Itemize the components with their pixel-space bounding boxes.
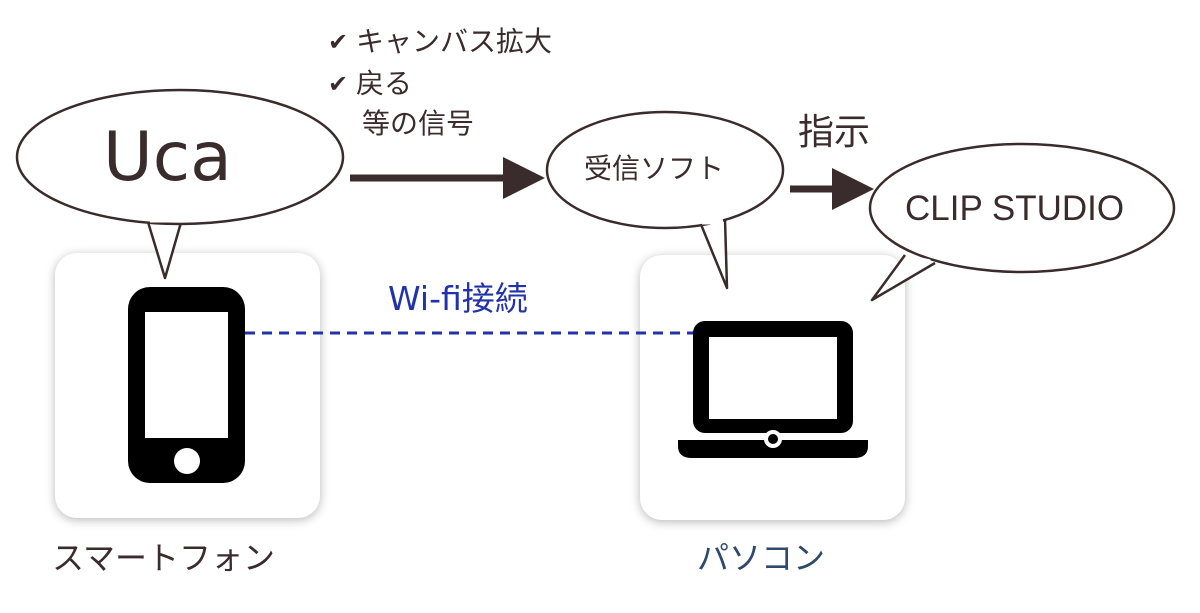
uca-bubble <box>15 88 345 280</box>
instruct-label: 指示 <box>798 112 871 153</box>
clip-studio-label: CLIP STUDIO <box>905 189 1125 228</box>
wifi-label: Wi-fi接続 <box>388 279 528 318</box>
smartphone-icon <box>128 287 245 483</box>
smartphone-label: スマートフォン <box>52 539 276 577</box>
laptop-icon <box>678 321 868 458</box>
signal-footer: 等の信号 <box>362 107 475 140</box>
uca-label: Uca <box>103 118 232 197</box>
signal-item-2: ✔ 戻る <box>328 70 412 98</box>
receiver-bubble <box>545 110 785 290</box>
signal-item-2-label: 戻る <box>356 67 413 100</box>
signal-item-1: ✔ キャンバス拡大 <box>328 28 552 56</box>
signal-item-1-label: キャンバス拡大 <box>356 25 553 58</box>
pc-label: パソコン <box>697 539 826 577</box>
clip-studio-bubble <box>868 142 1176 302</box>
receiver-label: 受信ソフト <box>584 152 725 185</box>
check-icon: ✔ <box>328 70 349 98</box>
check-icon: ✔ <box>328 28 349 56</box>
